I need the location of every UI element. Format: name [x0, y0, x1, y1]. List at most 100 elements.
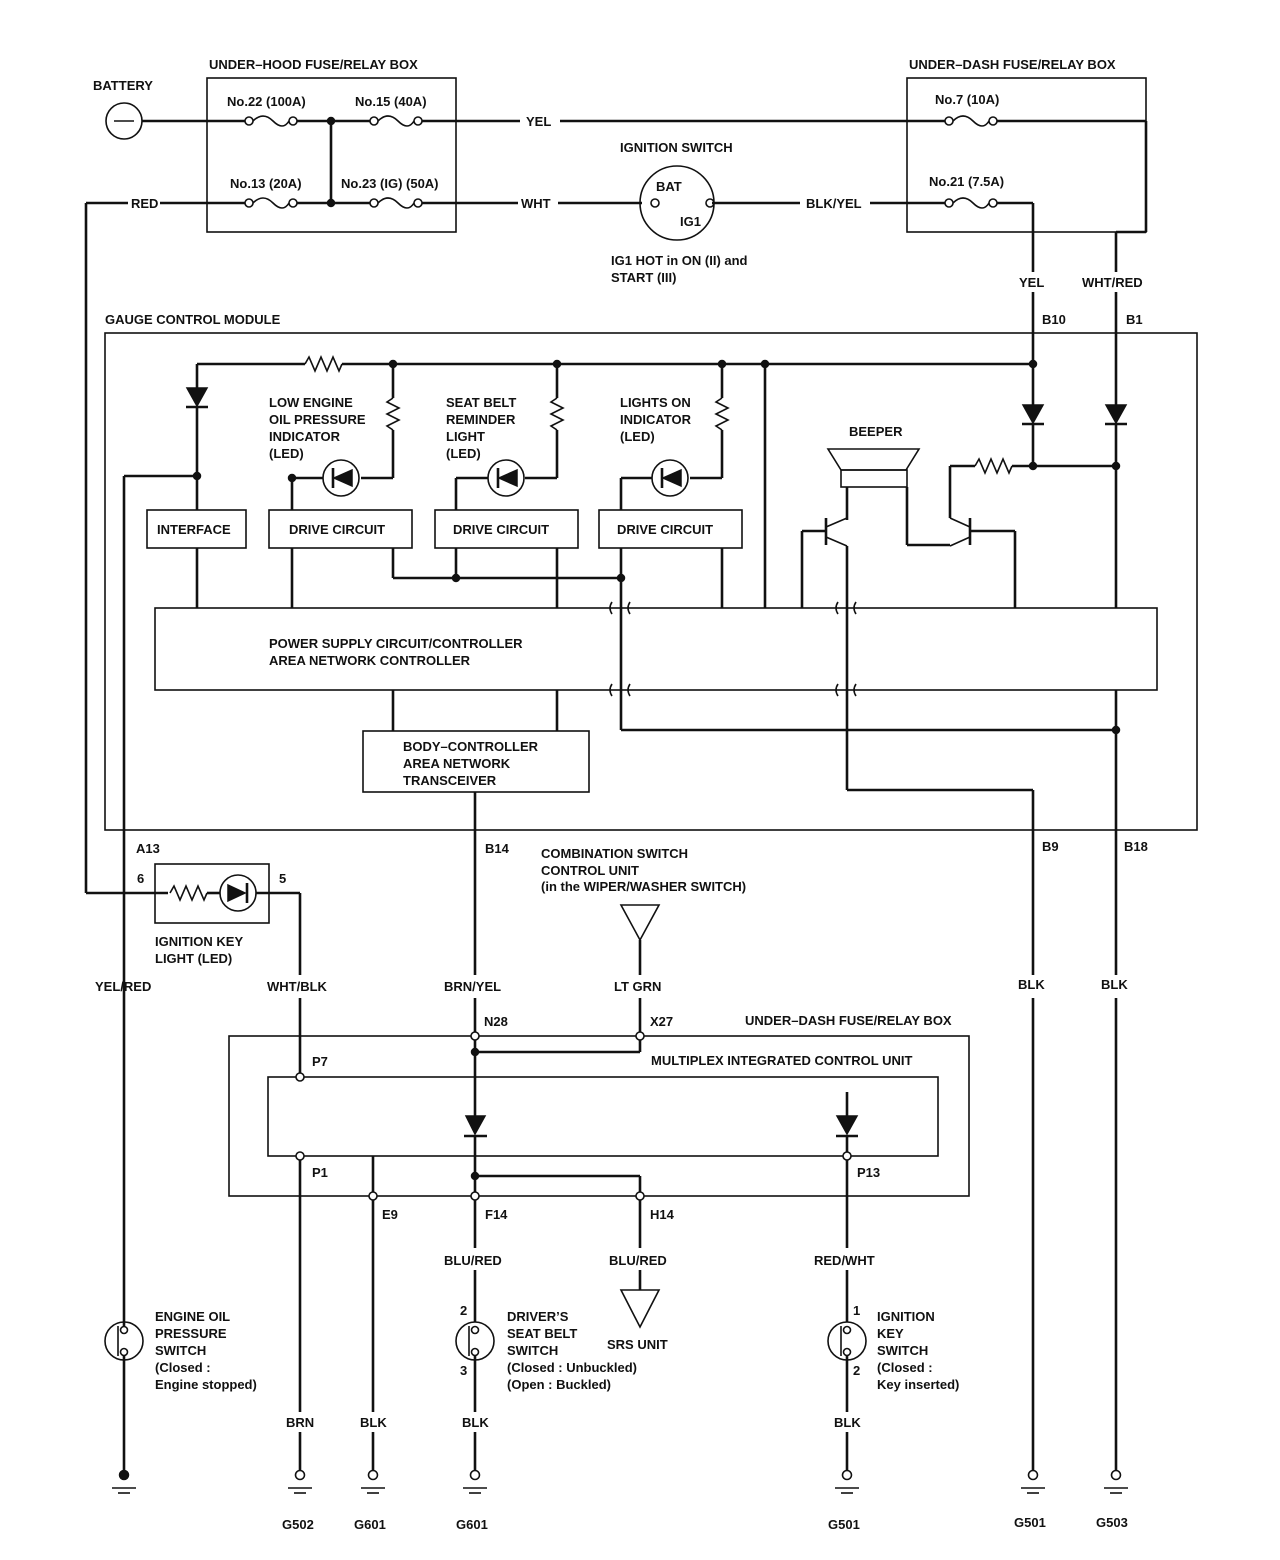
ignition-key-light-label-2: LIGHT (LED) — [155, 951, 232, 966]
key-switch-label-5: Key inserted) — [877, 1377, 959, 1392]
wire-blk-b9-label: BLK — [1018, 977, 1045, 992]
under-dash-fuse-box-mid — [228, 1035, 970, 1197]
engine-oil-label-3: SWITCH — [155, 1343, 206, 1358]
transistor-1 — [800, 517, 849, 790]
ig1-hot-note-2: START (III) — [611, 270, 676, 285]
drive-circuit-3-box — [598, 509, 743, 549]
power-supply-label-1: POWER SUPPLY CIRCUIT/CONTROLLER — [269, 636, 523, 651]
ignition-key-light-label-1: IGNITION KEY — [155, 934, 243, 949]
drive-circuit-1-box — [268, 509, 413, 549]
ground-g502 — [112, 1469, 136, 1494]
seat-belt-label-3: LIGHT — [446, 429, 485, 444]
ignition-bat-label: BAT — [656, 179, 682, 194]
seat-belt-label-4: (LED) — [446, 446, 481, 461]
fuse-21 — [944, 197, 998, 209]
ground-g601a — [361, 1469, 385, 1494]
pin-n28-label: N28 — [484, 1014, 508, 1029]
pin-a13-label: A13 — [136, 841, 160, 856]
wire-blk-b18-label: BLK — [1101, 977, 1128, 992]
key-switch-pin-2: 2 — [853, 1363, 860, 1378]
key-switch-label-4: (Closed : — [877, 1360, 933, 1375]
pin-h14-label: H14 — [650, 1207, 675, 1222]
ig1-hot-note-1: IG1 HOT in ON (II) and — [611, 253, 748, 268]
wire-wht-red-label: WHT/RED — [1082, 275, 1143, 290]
srs-unit-symbol — [619, 1289, 661, 1329]
pin-b1-label: B1 — [1126, 312, 1143, 327]
seat-switch-pin-2: 2 — [460, 1303, 467, 1318]
seat-switch-label-4: (Closed : Unbuckled) — [507, 1360, 637, 1375]
fuse-15-label: No.15 (40A) — [355, 94, 427, 109]
gauge-control-module-box — [104, 332, 1198, 831]
seat-switch-label-1: DRIVER’S — [507, 1309, 569, 1324]
wire-brn-label: BRN — [286, 1415, 314, 1430]
srs-unit-label: SRS UNIT — [607, 1337, 668, 1352]
low-oil-led-branch — [287, 364, 401, 510]
wire-blk-e9-label: BLK — [360, 1415, 387, 1430]
ground-g503 — [1104, 1469, 1128, 1494]
drive-circuit-3-label: DRIVE CIRCUIT — [617, 522, 713, 537]
combination-switch-label-2: CONTROL UNIT — [541, 863, 639, 878]
fuse-15 — [369, 115, 423, 127]
combination-switch-symbol — [619, 904, 661, 942]
micu-diode-left — [464, 1115, 487, 1136]
wire-yel-red-label: YEL/RED — [95, 979, 151, 994]
power-supply-label-2: AREA NETWORK CONTROLLER — [269, 653, 471, 668]
wire-wht-label: WHT — [521, 196, 551, 211]
wire-yel-b10-label: YEL — [1019, 275, 1044, 290]
drive-circuit-1-label: DRIVE CIRCUIT — [289, 522, 385, 537]
fuse-21-label: No.21 (7.5A) — [929, 174, 1004, 189]
wire-blu-red-h14-label: BLU/RED — [609, 1253, 667, 1268]
pin-x27-label: X27 — [650, 1014, 673, 1029]
ground-g501a — [835, 1469, 859, 1494]
wire-blk-yel-label: BLK/YEL — [806, 196, 862, 211]
fuse-22-label: No.22 (100A) — [227, 94, 306, 109]
key-switch-label-1: IGNITION — [877, 1309, 935, 1324]
under-hood-box-label: UNDER–HOOD FUSE/RELAY BOX — [209, 57, 418, 72]
ignition-ig1-label: IG1 — [680, 214, 701, 229]
micu-box — [267, 1076, 939, 1157]
micu-label: MULTIPLEX INTEGRATED CONTROL UNIT — [651, 1053, 912, 1068]
body-can-label-3: TRANSCEIVER — [403, 773, 497, 788]
pin-b14-label: B14 — [485, 841, 510, 856]
fuse-23-label: No.23 (IG) (50A) — [341, 176, 439, 191]
pin-p13-label: P13 — [857, 1165, 880, 1180]
lights-on-label-1: LIGHTS ON — [620, 395, 691, 410]
pin-6-label: 6 — [137, 871, 144, 886]
transistor-2 — [907, 456, 1121, 608]
lights-on-led-branch — [619, 364, 730, 510]
diode-b1 — [1104, 404, 1128, 425]
pin-b18-label: B18 — [1124, 839, 1148, 854]
combination-switch-label-3: (in the WIPER/WASHER SWITCH) — [541, 879, 746, 894]
pin-5-label: 5 — [279, 871, 286, 886]
under-dash-box-mid-label: UNDER–DASH FUSE/RELAY BOX — [745, 1013, 952, 1028]
engine-oil-label-5: Engine stopped) — [155, 1377, 257, 1392]
battery-label: BATTERY — [93, 78, 153, 93]
drive-circuit-2-label: DRIVE CIRCUIT — [453, 522, 549, 537]
wire-red-label: RED — [131, 196, 158, 211]
body-can-label-1: BODY–CONTROLLER — [403, 739, 539, 754]
fuse-13 — [244, 197, 298, 209]
drivers-seat-belt-switch — [455, 1321, 495, 1361]
lights-on-label-3: (LED) — [620, 429, 655, 444]
beeper-label: BEEPER — [849, 424, 903, 439]
combination-switch-label-1: COMBINATION SWITCH — [541, 846, 688, 861]
under-hood-fuse-box — [206, 77, 457, 233]
box-break-marks — [609, 601, 857, 697]
fuse-22 — [244, 115, 298, 127]
lights-on-label-2: INDICATOR — [620, 412, 692, 427]
gauge-control-module-label: GAUGE CONTROL MODULE — [105, 312, 281, 327]
ground-g501b — [1021, 1469, 1045, 1494]
seat-switch-label-5: (Open : Buckled) — [507, 1377, 611, 1392]
wire-yel-label: YEL — [526, 114, 551, 129]
ground-g502-label: G502 — [282, 1517, 314, 1532]
seat-belt-label-1: SEAT BELT — [446, 395, 516, 410]
pin-e9-label: E9 — [382, 1207, 398, 1222]
power-supply-controller-box — [154, 607, 1158, 691]
low-oil-label-3: INDICATOR — [269, 429, 341, 444]
seat-belt-label-2: REMINDER — [446, 412, 516, 427]
wire-blk-dsb-label: BLK — [462, 1415, 489, 1430]
seat-switch-pin-3: 3 — [460, 1363, 467, 1378]
pin-p1-label: P1 — [312, 1165, 328, 1180]
ground-g502b — [288, 1469, 312, 1494]
pin-b10-label: B10 — [1042, 312, 1066, 327]
